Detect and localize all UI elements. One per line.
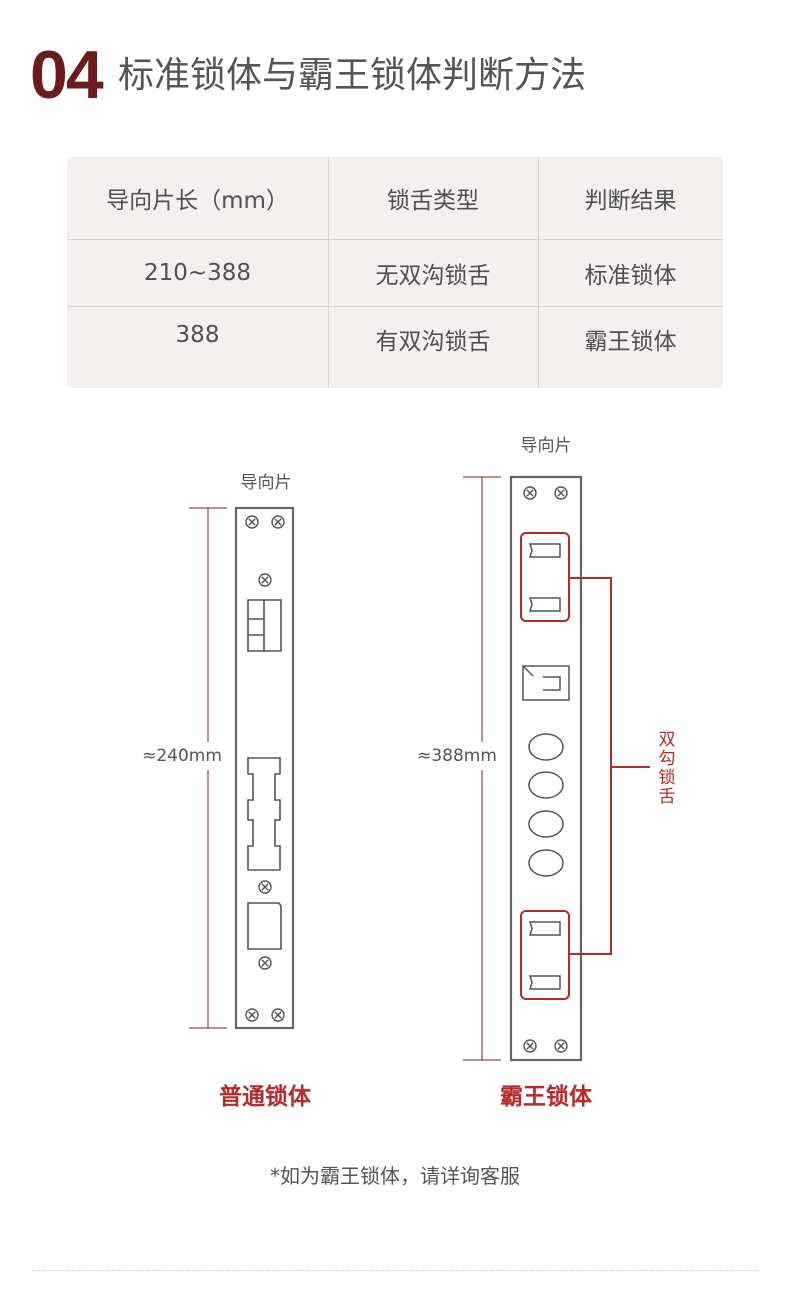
table-cell: 霸王锁体 — [584, 329, 677, 355]
standard-lock-name: 普通锁体 — [219, 1083, 312, 1110]
dimension-line-388 — [463, 476, 501, 1061]
comparison-table: 导向片长（mm） 锁舌类型 判断结果 210~388 无双沟锁舌 标准锁体 38… — [67, 157, 723, 388]
table-divider — [67, 306, 723, 307]
callout-char: 舌 — [659, 787, 676, 807]
auxiliary-bolt-icon — [247, 902, 282, 950]
footnote: *如为霸王锁体，请详询客服 — [270, 1164, 520, 1188]
length-label-240: ≈240mm — [142, 746, 222, 766]
double-hook-bolt-callout: 双 勾 锁 舌 — [659, 730, 676, 807]
table-divider — [67, 239, 723, 240]
hook-bolt-icon — [528, 921, 561, 936]
callout-char: 锁 — [659, 768, 676, 788]
latch-bolt-icon — [247, 599, 282, 652]
section-number: 04 — [30, 37, 104, 113]
callout-char: 双 — [659, 730, 676, 750]
dimension-line-240 — [189, 507, 227, 1029]
length-label-388: ≈388mm — [417, 746, 497, 766]
section-header: 04 标准锁体与霸王锁体判断方法 — [30, 40, 730, 110]
lock-body-diagram: 导向片 ≈240mm 普通锁体 导向片 — [142, 436, 675, 1110]
guide-plate — [234, 506, 295, 1030]
deadbolt-round-icon — [528, 733, 564, 761]
table-cell: 无双沟锁舌 — [375, 262, 491, 289]
section-title: 标准锁体与霸王锁体判断方法 — [118, 55, 587, 96]
hook-bolt-icon — [528, 975, 561, 990]
table-cell: 有双沟锁舌 — [375, 329, 491, 355]
deadbolt-round-icon — [528, 810, 564, 838]
table-cell: 210~388 — [143, 259, 252, 286]
table-header-row: 导向片长（mm） 锁舌类型 判断结果 — [67, 157, 723, 239]
table-header-cell: 锁舌类型 — [387, 188, 479, 214]
deadbolt-icon — [247, 757, 281, 871]
guide-plate-label: 导向片 — [241, 473, 292, 493]
table-header-cell: 导向片长（mm） — [106, 188, 289, 214]
table-divider — [328, 157, 329, 388]
table-row: 210~388 无双沟锁舌 标准锁体 — [67, 239, 723, 306]
bottom-divider — [32, 1270, 758, 1271]
table-header-cell: 判断结果 — [584, 188, 677, 214]
heavy-duty-lock-name: 霸王锁体 — [500, 1083, 593, 1110]
standard-lock-body: 导向片 ≈240mm 普通锁体 — [142, 473, 312, 1110]
deadbolt-round-icon — [528, 849, 564, 877]
table-row: 388 有双沟锁舌 霸王锁体 — [67, 306, 723, 388]
latch-bolt-icon — [522, 665, 570, 701]
hook-bolt-icon — [528, 597, 561, 612]
table-cell: 标准锁体 — [584, 262, 677, 289]
hook-bolt-icon — [528, 543, 561, 558]
table-cell: 388 — [175, 322, 220, 348]
heavy-duty-lock-body: 导向片 ≈388mm 双 勾 — [417, 436, 675, 1110]
callout-bracket — [569, 577, 650, 955]
table-divider — [538, 157, 539, 388]
deadbolt-round-icon — [528, 771, 564, 799]
guide-plate-label: 导向片 — [521, 436, 572, 456]
callout-char: 勾 — [659, 749, 676, 769]
